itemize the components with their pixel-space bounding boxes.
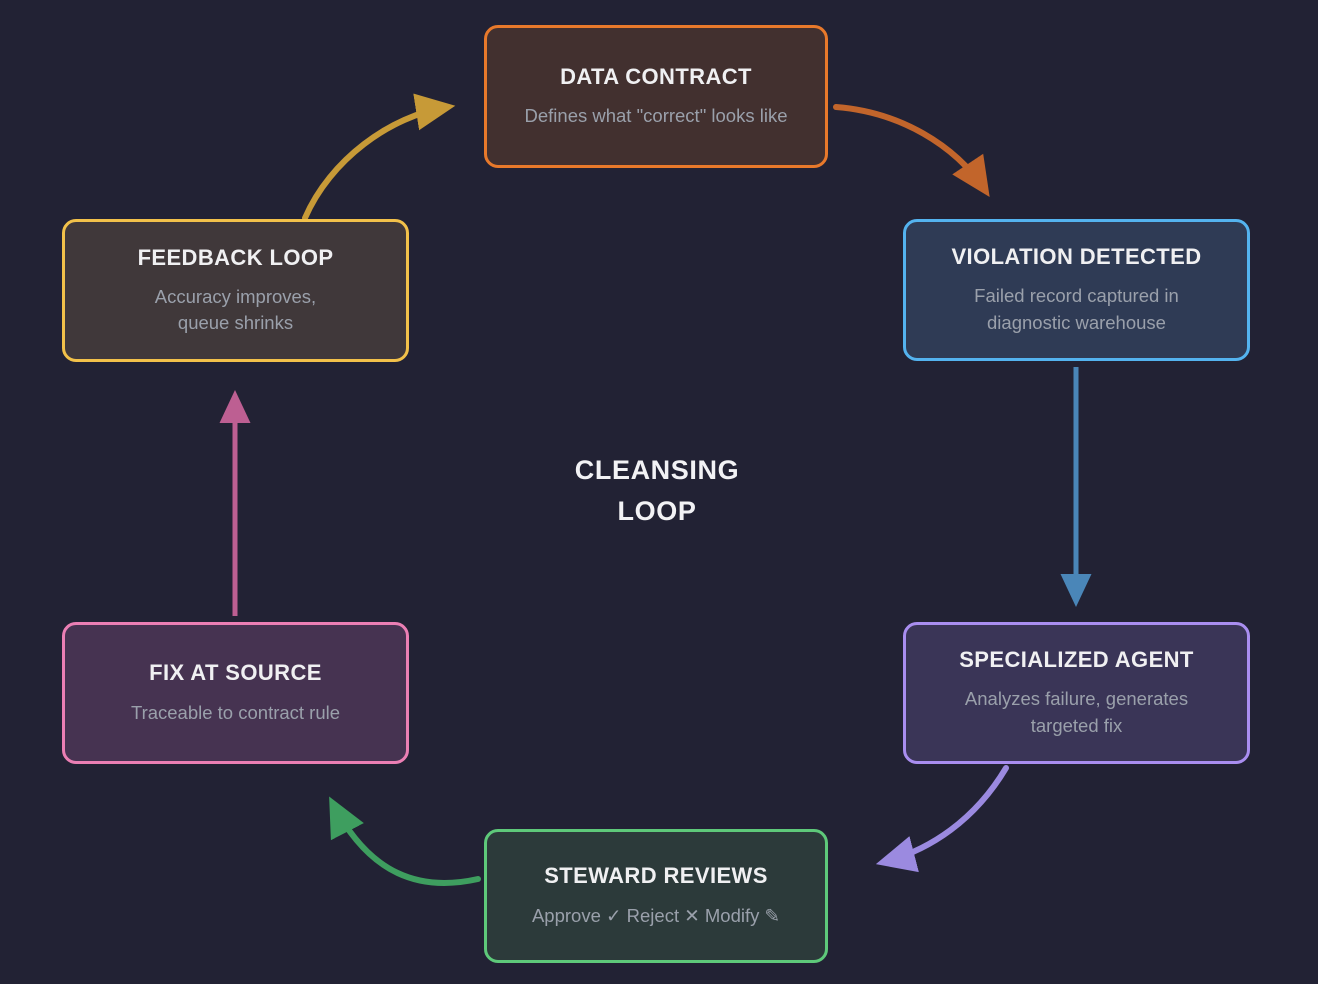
edge-steward-to-fix <box>329 796 481 886</box>
node-description: Approve ✓ Reject ✕ Modify ✎ <box>531 904 781 926</box>
node-title: FIX AT SOURCE <box>149 660 322 686</box>
node-title: SPECIALIZED AGENT <box>959 647 1194 673</box>
edge-contract-to-violation <box>833 104 990 197</box>
node-title: VIOLATION DETECTED <box>951 244 1202 270</box>
edge-feedback-to-contract <box>302 93 456 221</box>
node-steward-reviews[interactable]: STEWARD REVIEWS Approve ✓ Reject ✕ Modif… <box>484 829 828 963</box>
node-data-contract[interactable]: DATA CONTRACT Defines what "correct" loo… <box>484 25 828 168</box>
node-description: Accuracy improves, queue shrinks <box>154 285 317 334</box>
node-description: Defines what "correct" looks like <box>524 105 788 127</box>
node-feedback-loop[interactable]: FEEDBACK LOOP Accuracy improves, queue s… <box>62 219 409 362</box>
node-description: Traceable to contract rule <box>130 701 341 723</box>
node-violation-detected[interactable]: VIOLATION DETECTED Failed record capture… <box>903 219 1250 361</box>
node-title: FEEDBACK LOOP <box>137 244 334 270</box>
diagram-center-label: CLEANSING LOOP <box>574 455 740 527</box>
node-description: Failed record captured in diagnostic war… <box>974 285 1179 333</box>
edge-agent-to-steward <box>875 765 1009 873</box>
node-fix-at-source[interactable]: FIX AT SOURCE Traceable to contract rule <box>62 622 409 764</box>
node-title: STEWARD REVIEWS <box>544 863 768 889</box>
node-title: DATA CONTRACT <box>560 63 752 89</box>
node-specialized-agent[interactable]: SPECIALIZED AGENT Analyzes failure, gene… <box>903 622 1250 764</box>
node-description: Analyzes failure, generates targeted fix <box>964 688 1189 736</box>
